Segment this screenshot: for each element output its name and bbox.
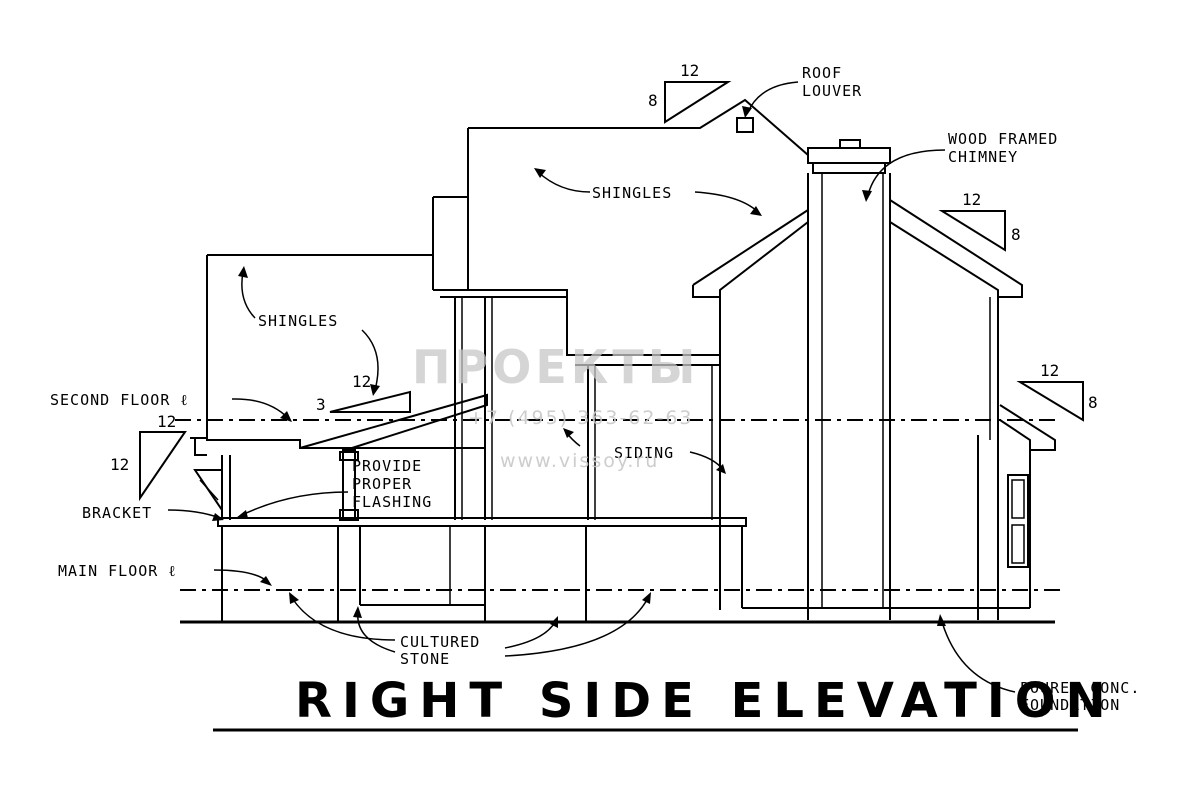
- watermark-site: www.vissoy.ru: [500, 450, 659, 472]
- label-second-floor: SECOND FLOOR ℓ: [50, 391, 189, 409]
- pitch-top-run: 12: [680, 61, 699, 80]
- label-chimney: CHIMNEY: [948, 148, 1018, 166]
- label-louver: LOUVER: [802, 82, 862, 100]
- pitch-far-right-rise: 8: [1088, 393, 1098, 412]
- annotations: ROOF LOUVER WOOD FRAMED CHIMNEY SHINGLES…: [50, 64, 1140, 714]
- pitch-far-right-run: 12: [1040, 361, 1059, 380]
- label-roof: ROOF: [802, 64, 842, 82]
- label-proper: PROPER: [352, 475, 412, 493]
- leaders: [167, 81, 1016, 693]
- label-foundation: FOUNDATION: [1020, 696, 1120, 714]
- label-poured-conc: POURED CONC.: [1020, 679, 1140, 697]
- label-stone: STONE: [400, 650, 450, 668]
- label-cultured: CULTURED: [400, 633, 480, 651]
- pitch-left-rise: 12: [110, 455, 129, 474]
- label-provide: PROVIDE: [352, 457, 422, 475]
- pitch-symbols: 12 8 12 8 12 8 12 3 12 12: [110, 61, 1098, 502]
- label-flashing: FLASHING: [352, 493, 432, 511]
- pitch-right-run: 12: [962, 190, 981, 209]
- label-shingles-upper: SHINGLES: [592, 184, 672, 202]
- building-outline: [190, 98, 1056, 622]
- watermark-brand: ПРОЕКТЫ: [412, 340, 699, 394]
- pitch-porch-rise: 3: [316, 395, 326, 414]
- pitch-porch-run: 12: [352, 372, 371, 391]
- label-bracket: BRACKET: [82, 504, 152, 522]
- label-wood-framed: WOOD FRAMED: [948, 130, 1058, 148]
- label-shingles-lower: SHINGLES: [258, 312, 338, 330]
- label-siding: SIDING: [614, 444, 674, 462]
- label-main-floor: MAIN FLOOR ℓ: [58, 562, 177, 580]
- pitch-right-rise: 8: [1011, 225, 1021, 244]
- watermark-phone: +7 (495) 363-62-63: [468, 407, 694, 429]
- watermark: ПРОЕКТЫ +7 (495) 363-62-63 www.vissoy.ru: [412, 340, 699, 472]
- pitch-top-rise: 8: [648, 91, 658, 110]
- drawing-title: RIGHT SIDE ELEVATION: [295, 673, 1116, 729]
- pitch-left-run: 12: [157, 412, 176, 431]
